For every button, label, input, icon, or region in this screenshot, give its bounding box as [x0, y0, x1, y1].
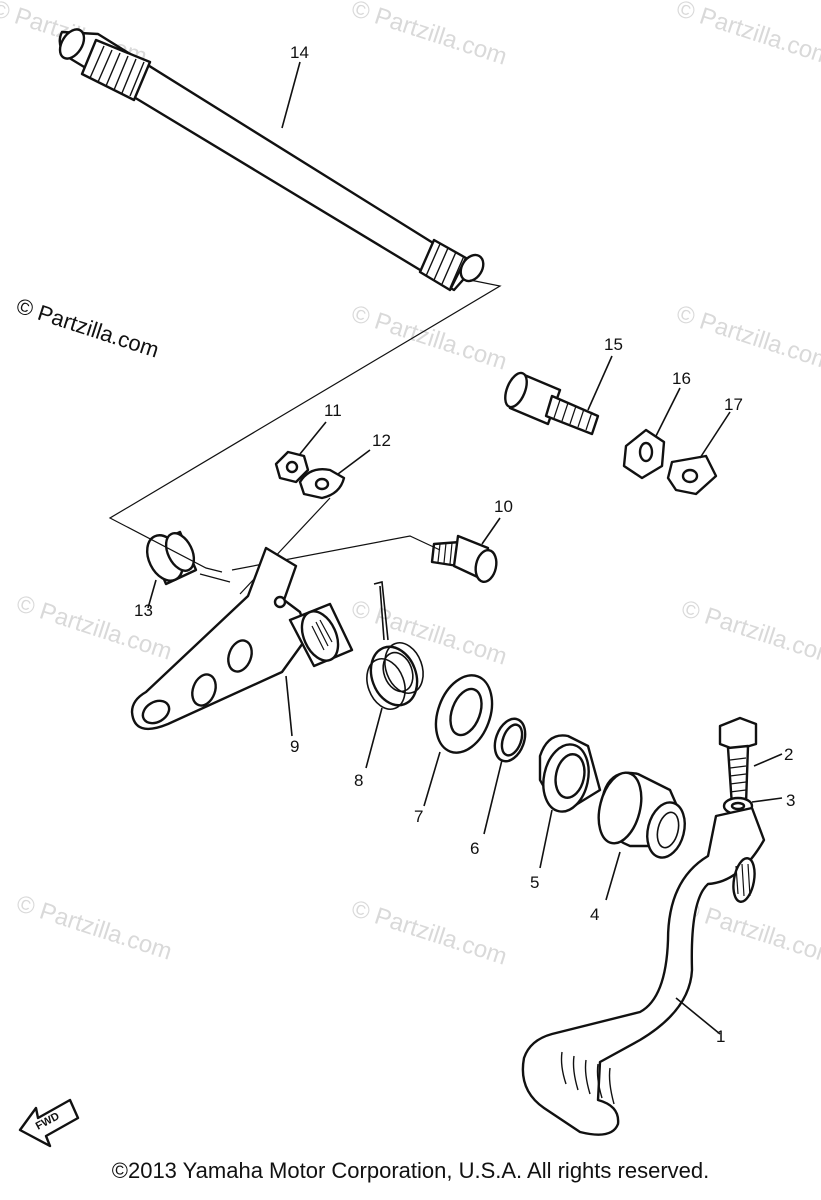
callout-10: 10: [494, 497, 513, 516]
watermark: © Partzilla.com: [673, 300, 821, 376]
callout-17: 17: [724, 395, 743, 414]
forward-direction-arrow: FWD: [18, 1098, 80, 1148]
watermark: © Partzilla.com: [678, 595, 821, 671]
shift-pedal-part-1: [521, 806, 766, 1136]
callout-15: 15: [604, 335, 623, 354]
callout-1: 1: [716, 1027, 725, 1046]
washer-part-6: [483, 717, 527, 835]
washer-part-7: [423, 674, 494, 807]
shift-arm-part-9: [130, 546, 354, 737]
callout-14: 14: [290, 43, 309, 62]
lockwasher-part-17: [666, 411, 731, 496]
watermark: © Partzilla.com: [673, 0, 821, 71]
callout-6: 6: [470, 839, 479, 858]
spring-part-8: [365, 581, 424, 769]
lockwasher-part-12: [298, 449, 371, 500]
watermark: © Partzilla.com: [678, 895, 821, 971]
callout-2: 2: [784, 745, 793, 764]
watermark: © Partzilla.com: [13, 890, 175, 966]
callout-7: 7: [414, 807, 423, 826]
watermark-dark: © Partzilla.com: [13, 293, 162, 363]
watermark: © Partzilla.com: [348, 895, 510, 971]
callout-11: 11: [324, 401, 342, 420]
bolt-part-15: [504, 355, 613, 436]
callout-4: 4: [590, 905, 599, 924]
nut-part-11: [274, 421, 327, 484]
watermark: © Partzilla.com: [348, 0, 510, 71]
watermark: © Partzilla.com: [348, 300, 510, 376]
callout-13: 13: [134, 601, 153, 620]
callout-3: 3: [786, 791, 795, 810]
callout-9: 9: [290, 737, 299, 756]
seal-part-5: [538, 734, 602, 869]
assembly-guide-lines: [108, 279, 502, 595]
callout-12: 12: [372, 431, 391, 450]
collar-part-13: [145, 530, 198, 609]
callout-8: 8: [354, 771, 363, 790]
callout-labels: 1 2 3 4 5 6 7 8 9 10 11 12 13 14 15 16 1…: [134, 43, 795, 1046]
bolt-part-2: [718, 716, 783, 808]
callout-16: 16: [672, 369, 691, 388]
copyright-notice: ©2013 Yamaha Motor Corporation, U.S.A. A…: [111, 1158, 710, 1183]
shaft-part-14: [58, 28, 485, 292]
callout-5: 5: [530, 873, 539, 892]
pin-part-10: [430, 517, 501, 583]
nut-part-16: [622, 387, 681, 480]
bushing-part-4: [597, 771, 686, 901]
